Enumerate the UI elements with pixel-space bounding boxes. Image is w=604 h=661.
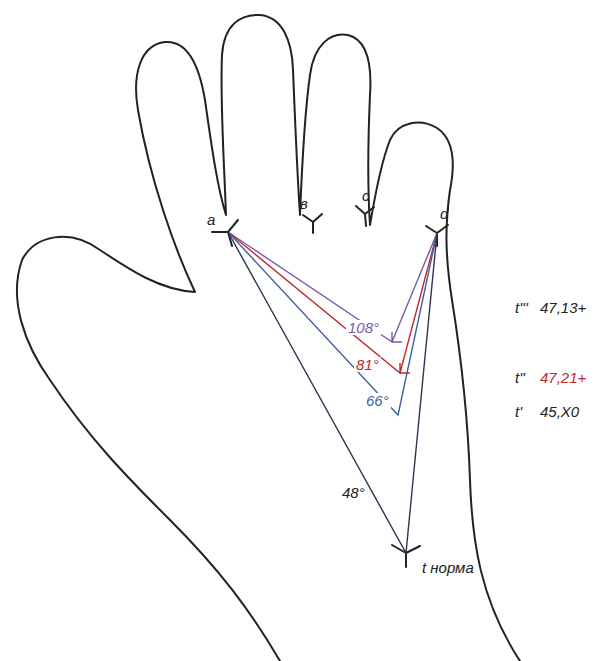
hand-outline — [17, 15, 520, 661]
angle-66 — [228, 232, 437, 415]
angle-value: 66° — [364, 393, 391, 408]
angle-value: 81° — [354, 357, 381, 372]
angle-81 — [228, 232, 437, 373]
point-letter: a — [207, 212, 215, 227]
angle-value: 48° — [340, 485, 367, 500]
angle-108 — [228, 232, 437, 342]
angle-value: 108° — [346, 320, 381, 335]
point-letter: в — [300, 196, 308, 211]
triradius-c — [356, 206, 374, 226]
index-value: 47,21+ — [540, 370, 586, 385]
index-value: 47,13+ — [540, 300, 586, 315]
angle-48 — [228, 232, 437, 553]
index-name: t'' — [515, 370, 525, 385]
norm-label: t норма — [422, 560, 474, 575]
index-name: t' — [515, 404, 522, 419]
point-letter: c — [362, 188, 370, 203]
index-name: t''' — [515, 300, 528, 315]
triradius-b — [303, 214, 322, 233]
point-letter: d — [440, 206, 448, 221]
index-value: 45,X0 — [540, 404, 579, 419]
